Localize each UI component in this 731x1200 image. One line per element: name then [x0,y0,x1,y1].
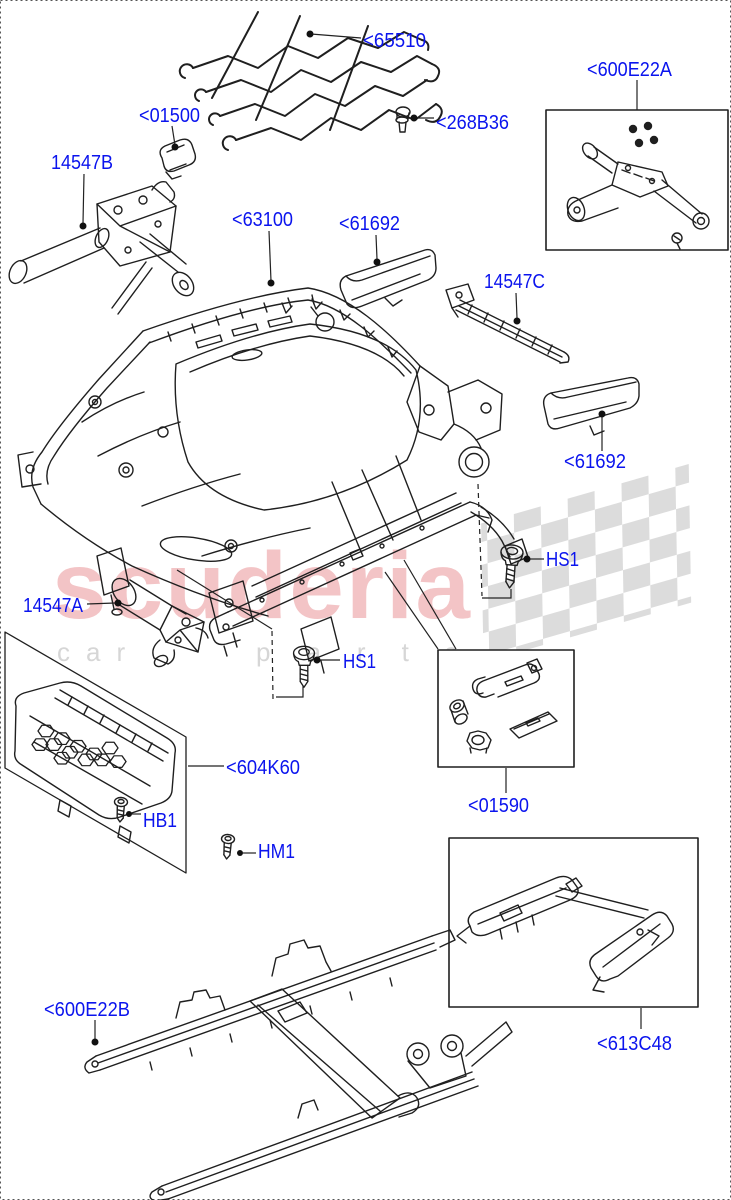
part-drawing-14547A [111,577,209,668]
part-drawing-600E22B [84,929,513,1200]
part-link-HB1[interactable]: HB1 [143,810,177,832]
part-link-61692-right[interactable]: <61692 [564,451,626,473]
part-drawing-65510 [178,11,443,151]
part-link-01590[interactable]: <01590 [468,795,529,817]
watermark-sub-car: car [57,637,141,667]
part-box-604K60 [4,631,187,874]
part-link-HS1-right[interactable]: HS1 [546,549,579,571]
part-drawing-14547C [445,283,570,364]
part-link-HS1-left[interactable]: HS1 [343,651,376,673]
part-link-14547A[interactable]: 14547A [23,595,84,617]
part-drawing-61692-top [339,248,437,309]
part-box-600E22A [545,109,729,251]
part-link-600E22B[interactable]: <600E22B [44,999,130,1021]
watermark-checkered-flag [481,463,692,663]
part-link-604K60[interactable]: <604K60 [226,757,300,779]
screw-HM1 [219,833,236,861]
part-link-61692-top[interactable]: <61692 [339,213,400,235]
watermark-sub-parts: parts [256,637,494,667]
part-labels: <65510 <268B36 <01500 14547B <63100 <616… [23,30,673,1055]
part-link-63100[interactable]: <63100 [232,209,293,231]
part-link-600E22A[interactable]: <600E22A [587,59,673,81]
part-drawing-268B36 [395,106,411,133]
part-link-268B36[interactable]: <268B36 [436,112,509,134]
part-drawing-14547B [8,180,195,315]
part-box-01590 [437,649,575,768]
part-link-HM1[interactable]: HM1 [258,841,295,863]
leader-lines [79,30,642,1046]
part-box-613C48 [448,837,699,1008]
part-link-14547B[interactable]: 14547B [51,152,113,174]
part-link-613C48[interactable]: <613C48 [597,1033,672,1055]
part-link-14547C[interactable]: 14547C [484,271,545,293]
watermark: scuderia car parts [52,463,692,667]
part-link-65510[interactable]: <65510 [363,30,426,52]
part-drawing-61692-right [542,376,640,436]
part-link-01500[interactable]: <01500 [139,105,200,127]
